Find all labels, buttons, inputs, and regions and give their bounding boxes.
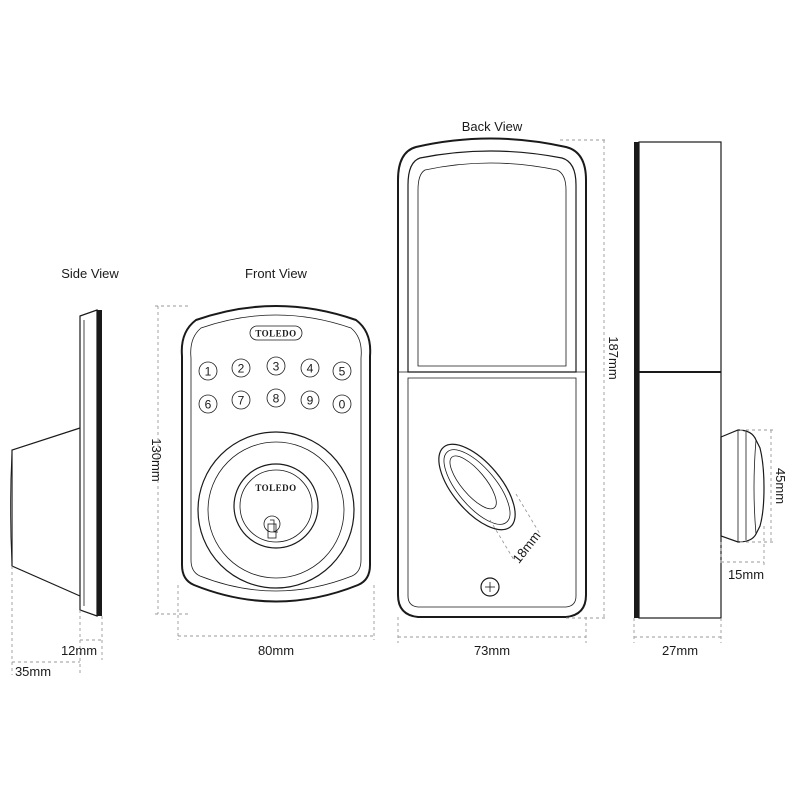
keypad: 1 2 3 4 5 6 7 8 9 0 bbox=[198, 356, 352, 414]
keypad-key-label: 1 bbox=[205, 365, 212, 379]
side-view-title: Side View bbox=[61, 266, 119, 281]
back-width-label: 73mm bbox=[474, 643, 510, 658]
keypad-key-label: 6 bbox=[205, 398, 212, 412]
back-height-label: 187mm bbox=[606, 336, 621, 379]
side-depth-label: 35mm bbox=[15, 664, 51, 679]
profile-body bbox=[638, 141, 722, 619]
side-plate bbox=[79, 309, 98, 617]
keypad-key[interactable] bbox=[300, 358, 320, 378]
side-plate-edge bbox=[97, 310, 102, 616]
front-escutcheon bbox=[180, 305, 372, 603]
back-view-title: Back View bbox=[462, 119, 523, 134]
keypad-key-label: 4 bbox=[307, 362, 314, 376]
keypad-key-label: 5 bbox=[339, 365, 346, 379]
battery-cover bbox=[407, 150, 577, 373]
keypad-brand-badge bbox=[249, 325, 303, 341]
keypad-key-label: 2 bbox=[238, 362, 245, 376]
knob-height-label: 45mm bbox=[773, 468, 788, 504]
side-housing bbox=[11, 427, 81, 597]
keypad-key-label: 3 bbox=[273, 360, 280, 374]
keypad-brand-logo: TOLEDO bbox=[255, 329, 296, 339]
knob-depth-label: 15mm bbox=[728, 567, 764, 582]
keypad-key-label: 0 bbox=[339, 398, 346, 412]
keypad-key-label: 9 bbox=[307, 394, 314, 408]
keypad-key[interactable] bbox=[231, 358, 251, 378]
thumbturn[interactable] bbox=[425, 432, 529, 543]
cylinder-rosette-outer bbox=[197, 431, 355, 589]
back-housing bbox=[397, 137, 587, 618]
keypad-key[interactable] bbox=[300, 390, 320, 410]
profile-depth-label: 27mm bbox=[662, 643, 698, 658]
keypad-key[interactable] bbox=[332, 361, 352, 381]
cylinder-brand-logo: TOLEDO bbox=[255, 483, 296, 493]
cylinder-ring bbox=[233, 463, 319, 549]
profile-knob bbox=[720, 429, 765, 543]
front-width-label: 80mm bbox=[258, 643, 294, 658]
keypad-key[interactable] bbox=[266, 356, 286, 376]
keypad-key-label: 7 bbox=[238, 394, 245, 408]
front-view-title: Front View bbox=[245, 266, 308, 281]
profile-plate-edge bbox=[634, 142, 639, 618]
thumbturn-size-label: 18mm bbox=[509, 528, 543, 566]
profile-view: 45mm 15mm 27mm bbox=[633, 141, 788, 658]
keypad-key[interactable] bbox=[332, 394, 352, 414]
keypad-key[interactable] bbox=[266, 388, 286, 408]
side-view: Side View 12mm 35mm bbox=[10, 266, 119, 679]
keypad-key[interactable] bbox=[198, 394, 218, 414]
keypad-key[interactable] bbox=[231, 390, 251, 410]
back-view: Back View 187mm 73mm 18mm bbox=[397, 119, 621, 658]
keyhole-icon bbox=[263, 515, 281, 539]
keypad-key[interactable] bbox=[198, 361, 218, 381]
side-plate-thickness-label: 12mm bbox=[61, 643, 97, 658]
keypad-key-label: 8 bbox=[273, 392, 280, 406]
screw-icon bbox=[480, 577, 500, 597]
front-height-label: 130mm bbox=[149, 438, 164, 481]
front-view: Front View TOLEDO 1 2 3 4 5 6 7 8 9 bbox=[149, 266, 375, 658]
